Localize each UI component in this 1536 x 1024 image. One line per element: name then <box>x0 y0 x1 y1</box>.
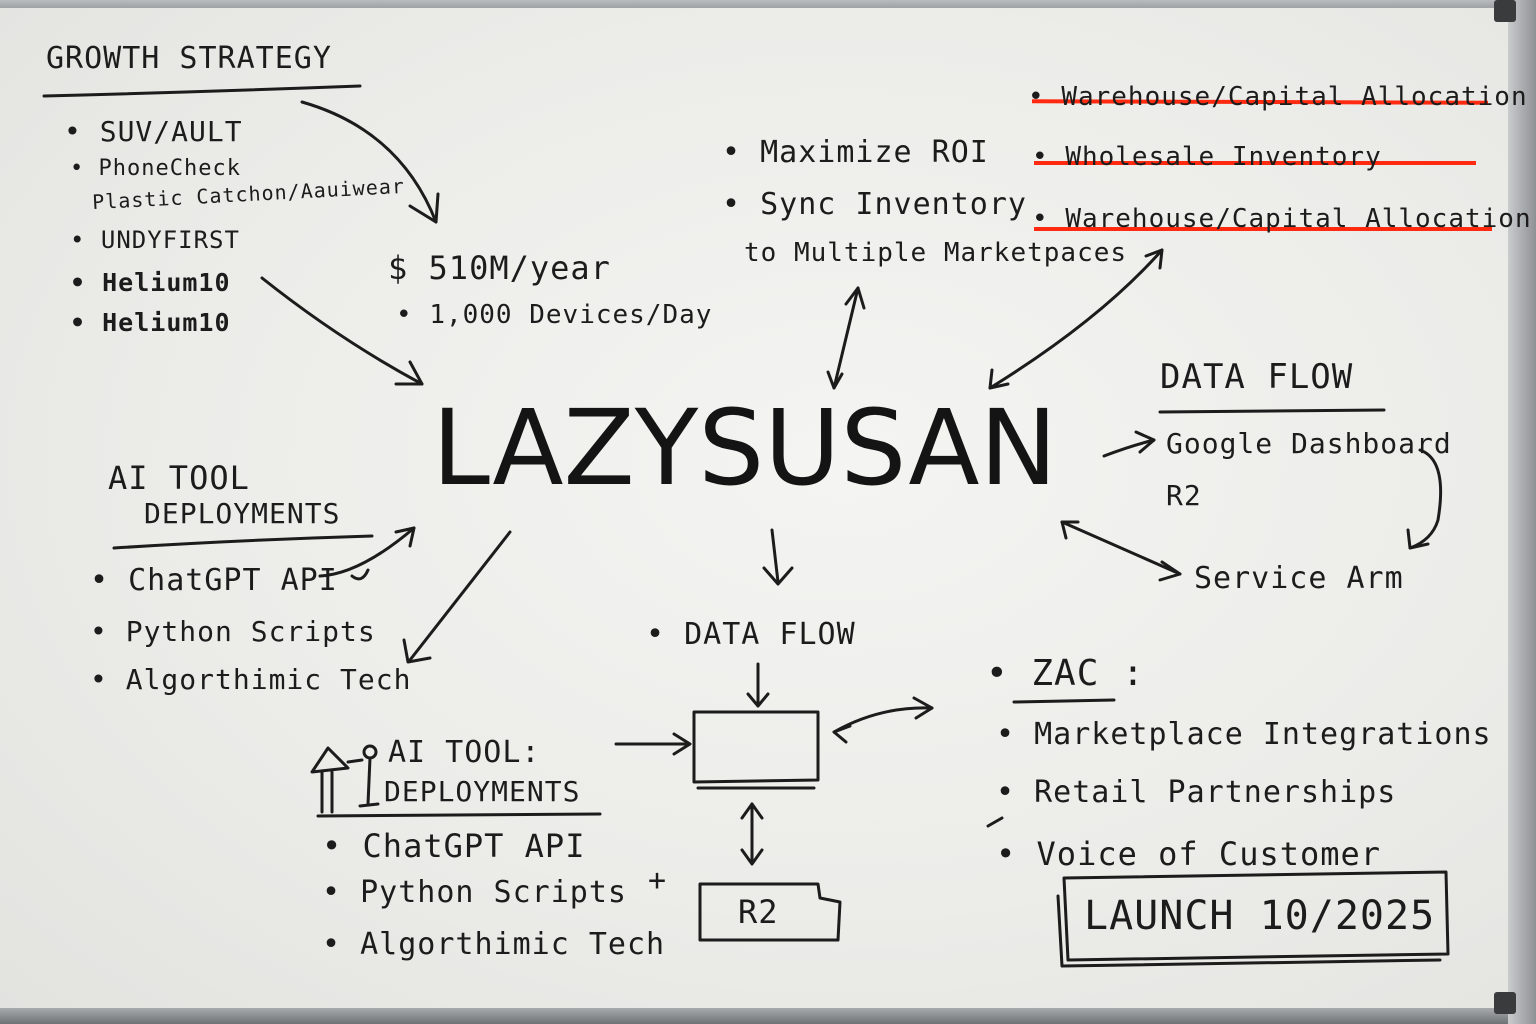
arrow-center-service <box>1060 520 1182 576</box>
arrow-helium-center <box>260 276 424 386</box>
main-title: LAZYSUSAN <box>432 387 1058 509</box>
struck-item: • Warehouse/Capital Allocation <box>1028 82 1528 112</box>
arrow-center-down <box>770 528 780 584</box>
service-arm: Service Arm <box>1194 561 1404 596</box>
center-dataflow-label: • DATA FLOW <box>646 617 856 652</box>
growth-heading: GROWTH STRATEGY <box>46 41 332 76</box>
board-frame-top <box>0 0 1536 8</box>
arrow-google-service <box>1408 448 1443 550</box>
r2-box-label: R2 <box>738 893 779 931</box>
ai-bottom-item: • Algorthimic Tech <box>322 927 666 962</box>
board-frame-right <box>1508 0 1536 1024</box>
zac-item: • Retail Partnerships <box>996 775 1397 810</box>
dataflow-item: R2 <box>1166 479 1202 512</box>
ai-bottom-item: • Python Scripts <box>322 875 627 910</box>
ai-left-heading: AI TOOL <box>108 459 250 497</box>
roi-item-continued: to Multiple Marketpaces <box>744 238 1128 268</box>
growth-item: • Helium10 <box>70 308 231 337</box>
arrow-center-roi <box>832 286 860 390</box>
strike-line-2 <box>1034 161 1476 165</box>
roi-item: • Sync Inventory <box>722 187 1027 222</box>
arrow-box-zac <box>832 706 934 734</box>
plus-sign: + <box>648 863 668 898</box>
growth-item: • Helium10 <box>70 268 231 297</box>
ai-left-item: • Algorthimic Tech <box>90 663 412 696</box>
dataflow-underline <box>1158 408 1386 414</box>
launch-date: LAUNCH 10/2025 <box>1084 893 1436 939</box>
zac-heading: • ZAC : <box>986 653 1145 694</box>
growth-item: • UNDYFIRST <box>70 226 240 254</box>
growth-underline <box>42 84 362 98</box>
growth-item: • PhoneCheck <box>70 156 241 181</box>
ai-bottom-item: • ChatGPT API <box>322 827 586 865</box>
launch-box <box>1062 870 1450 962</box>
ai-left-item: • Python Scripts <box>90 615 376 648</box>
devices-per-day: • 1,000 Devices/Day <box>396 300 713 330</box>
ai-bottom-heading: AI TOOL: <box>388 735 541 770</box>
dataflow-heading: DATA FLOW <box>1160 357 1354 397</box>
arrow-center-warehouse <box>988 248 1164 390</box>
frame-corner-top-right <box>1494 0 1516 22</box>
growth-item: • SUV/AULT <box>64 115 243 148</box>
struck-item: • Wholesale Inventory <box>1032 142 1382 172</box>
strike-line-3 <box>1034 227 1492 231</box>
arrow-chatgpt-center <box>318 526 416 578</box>
arrow-center-ai <box>408 530 512 662</box>
zac-underline <box>1012 698 1116 704</box>
dataflow-item: Google Dashboard <box>1166 427 1452 460</box>
r2-box <box>698 882 842 942</box>
zac-item: • Marketplace Integrations <box>996 717 1492 752</box>
arrow-growth-revenue <box>300 100 438 224</box>
ai-left-underline <box>112 534 374 550</box>
tool-icon <box>310 746 350 814</box>
arrow-center-dataflow <box>1102 438 1156 458</box>
revenue-amount: $ 510M/year <box>388 249 611 287</box>
ai-left-item: • ChatGPT API <box>90 563 338 598</box>
frame-corner-bottom-right <box>1494 992 1516 1014</box>
flow-box <box>692 710 820 784</box>
struck-item: • Warehouse/Capital Allocation <box>1032 204 1532 234</box>
board-frame-bottom <box>0 1008 1536 1024</box>
roi-item: • Maximize ROI <box>722 135 989 170</box>
zac-item: • Voice of Customer <box>996 835 1382 873</box>
ai-left-heading-2: DEPLOYMENTS <box>144 497 341 530</box>
ai-bottom-heading-2: DEPLOYMENTS <box>384 775 581 808</box>
ai-bottom-underline <box>316 812 602 818</box>
